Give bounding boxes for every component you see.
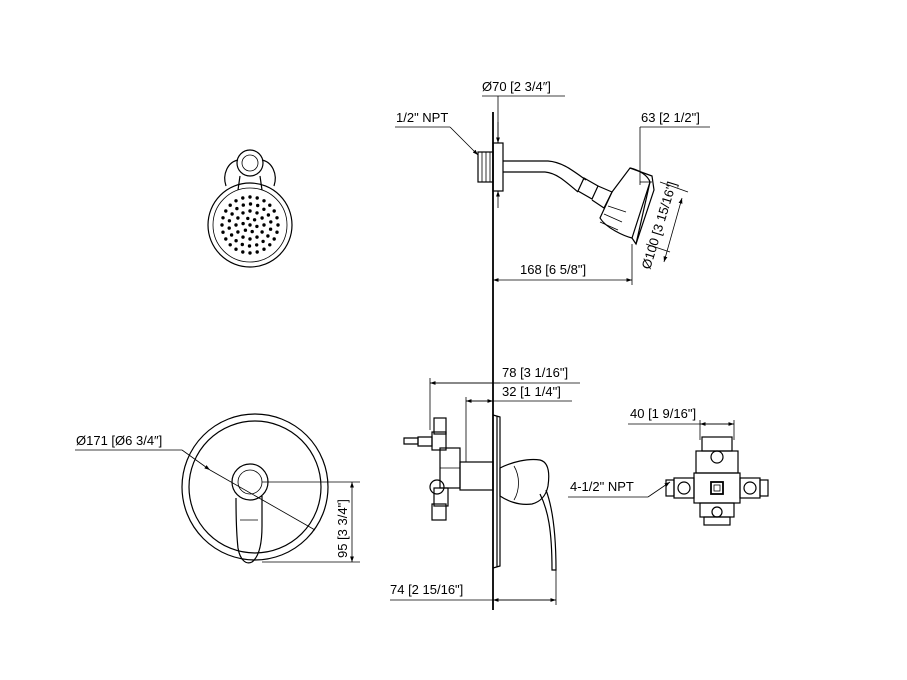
spray-hole — [220, 223, 224, 227]
spray-hole — [241, 221, 245, 226]
spray-hole — [247, 244, 252, 248]
spray-hole — [236, 230, 240, 234]
spray-hole — [228, 203, 232, 207]
spray-hole — [261, 239, 265, 244]
spray-hole — [241, 203, 245, 207]
spray-hole — [248, 237, 252, 241]
spray-hole — [234, 239, 238, 243]
label-head-dia: Ø100 [3 15/16"] — [639, 180, 680, 271]
spray-hole — [268, 243, 272, 247]
spray-hole — [248, 223, 252, 227]
spray-hole — [230, 212, 234, 216]
label-inlet-npt: 1/2" NPT — [396, 110, 448, 125]
spray-hole — [255, 235, 259, 239]
spray-hole — [221, 216, 225, 220]
label-valve-depth-total: 78 [3 1/16"] — [502, 365, 568, 380]
spray-hole — [276, 223, 280, 227]
spray-hole — [243, 228, 248, 232]
spray-hole — [236, 216, 240, 220]
spray-hole — [256, 203, 260, 208]
spray-hole — [241, 211, 245, 215]
label-head-face-depth: 63 [2 1/2"] — [641, 110, 700, 125]
spray-hole — [269, 220, 273, 224]
label-handle-projection: 74 [2 15/16"] — [390, 582, 463, 597]
spray-hole — [234, 223, 238, 227]
spray-hole — [255, 250, 259, 254]
spray-hole — [234, 199, 238, 203]
trim-plate-front-view — [181, 413, 329, 564]
spray-hole — [262, 223, 266, 227]
spray-hole — [241, 196, 245, 200]
spray-hole — [235, 206, 239, 211]
spray-hole — [266, 213, 271, 217]
rough-in-valve — [665, 436, 769, 526]
spray-hole — [255, 243, 259, 247]
spray-hole — [260, 216, 264, 220]
spray-hole — [262, 207, 266, 211]
valve-side-view — [403, 414, 557, 571]
spray-hole — [227, 226, 231, 230]
spray-hole — [221, 230, 225, 234]
spray-hole — [275, 230, 279, 234]
spray-hole — [268, 203, 272, 207]
spray-hole — [268, 227, 273, 231]
spray-hole — [250, 229, 254, 234]
spray-hole — [272, 237, 276, 241]
spray-hole — [224, 237, 228, 241]
label-valve-depth-trim: 32 [1 1/4"] — [502, 384, 561, 399]
label-head-flange-dia: Ø70 [2 3/4″] — [482, 79, 551, 94]
spray-hole — [272, 209, 276, 213]
spray-hole — [227, 219, 232, 223]
spray-hole — [248, 209, 252, 213]
label-rough-in-ports: 4-1/2" NPT — [570, 479, 634, 494]
spray-hole — [266, 234, 270, 238]
label-trim-plate-dia: Ø171 [Ø6 3/4″] — [76, 433, 162, 448]
spray-hole — [229, 233, 234, 237]
shower-arm-side-view — [477, 112, 655, 610]
spray-hole — [248, 195, 252, 199]
spray-hole — [255, 211, 259, 215]
label-trim-height: 95 [3 3/4"] — [335, 499, 350, 558]
spray-hole — [262, 247, 266, 251]
spray-hole — [275, 216, 279, 220]
spray-hole — [260, 230, 264, 234]
spray-hole — [246, 216, 250, 221]
spray-hole — [241, 250, 245, 254]
spray-hole — [241, 235, 245, 239]
spray-hole — [262, 199, 266, 203]
spray-hole — [248, 202, 253, 206]
spray-hole — [252, 218, 257, 222]
spray-hole — [240, 242, 244, 247]
spray-hole — [224, 209, 228, 213]
spray-hole — [248, 251, 252, 255]
spray-hole — [228, 243, 232, 247]
label-arm-reach: 168 [6 5/8"] — [520, 262, 586, 277]
shower-head-front-view — [207, 149, 293, 268]
label-rough-in-spacing: 40 [1 9/16"] — [630, 406, 696, 421]
spray-hole — [234, 247, 238, 251]
spray-hole — [255, 224, 259, 229]
spray-hole — [255, 196, 259, 200]
dimension-lines — [75, 95, 735, 605]
